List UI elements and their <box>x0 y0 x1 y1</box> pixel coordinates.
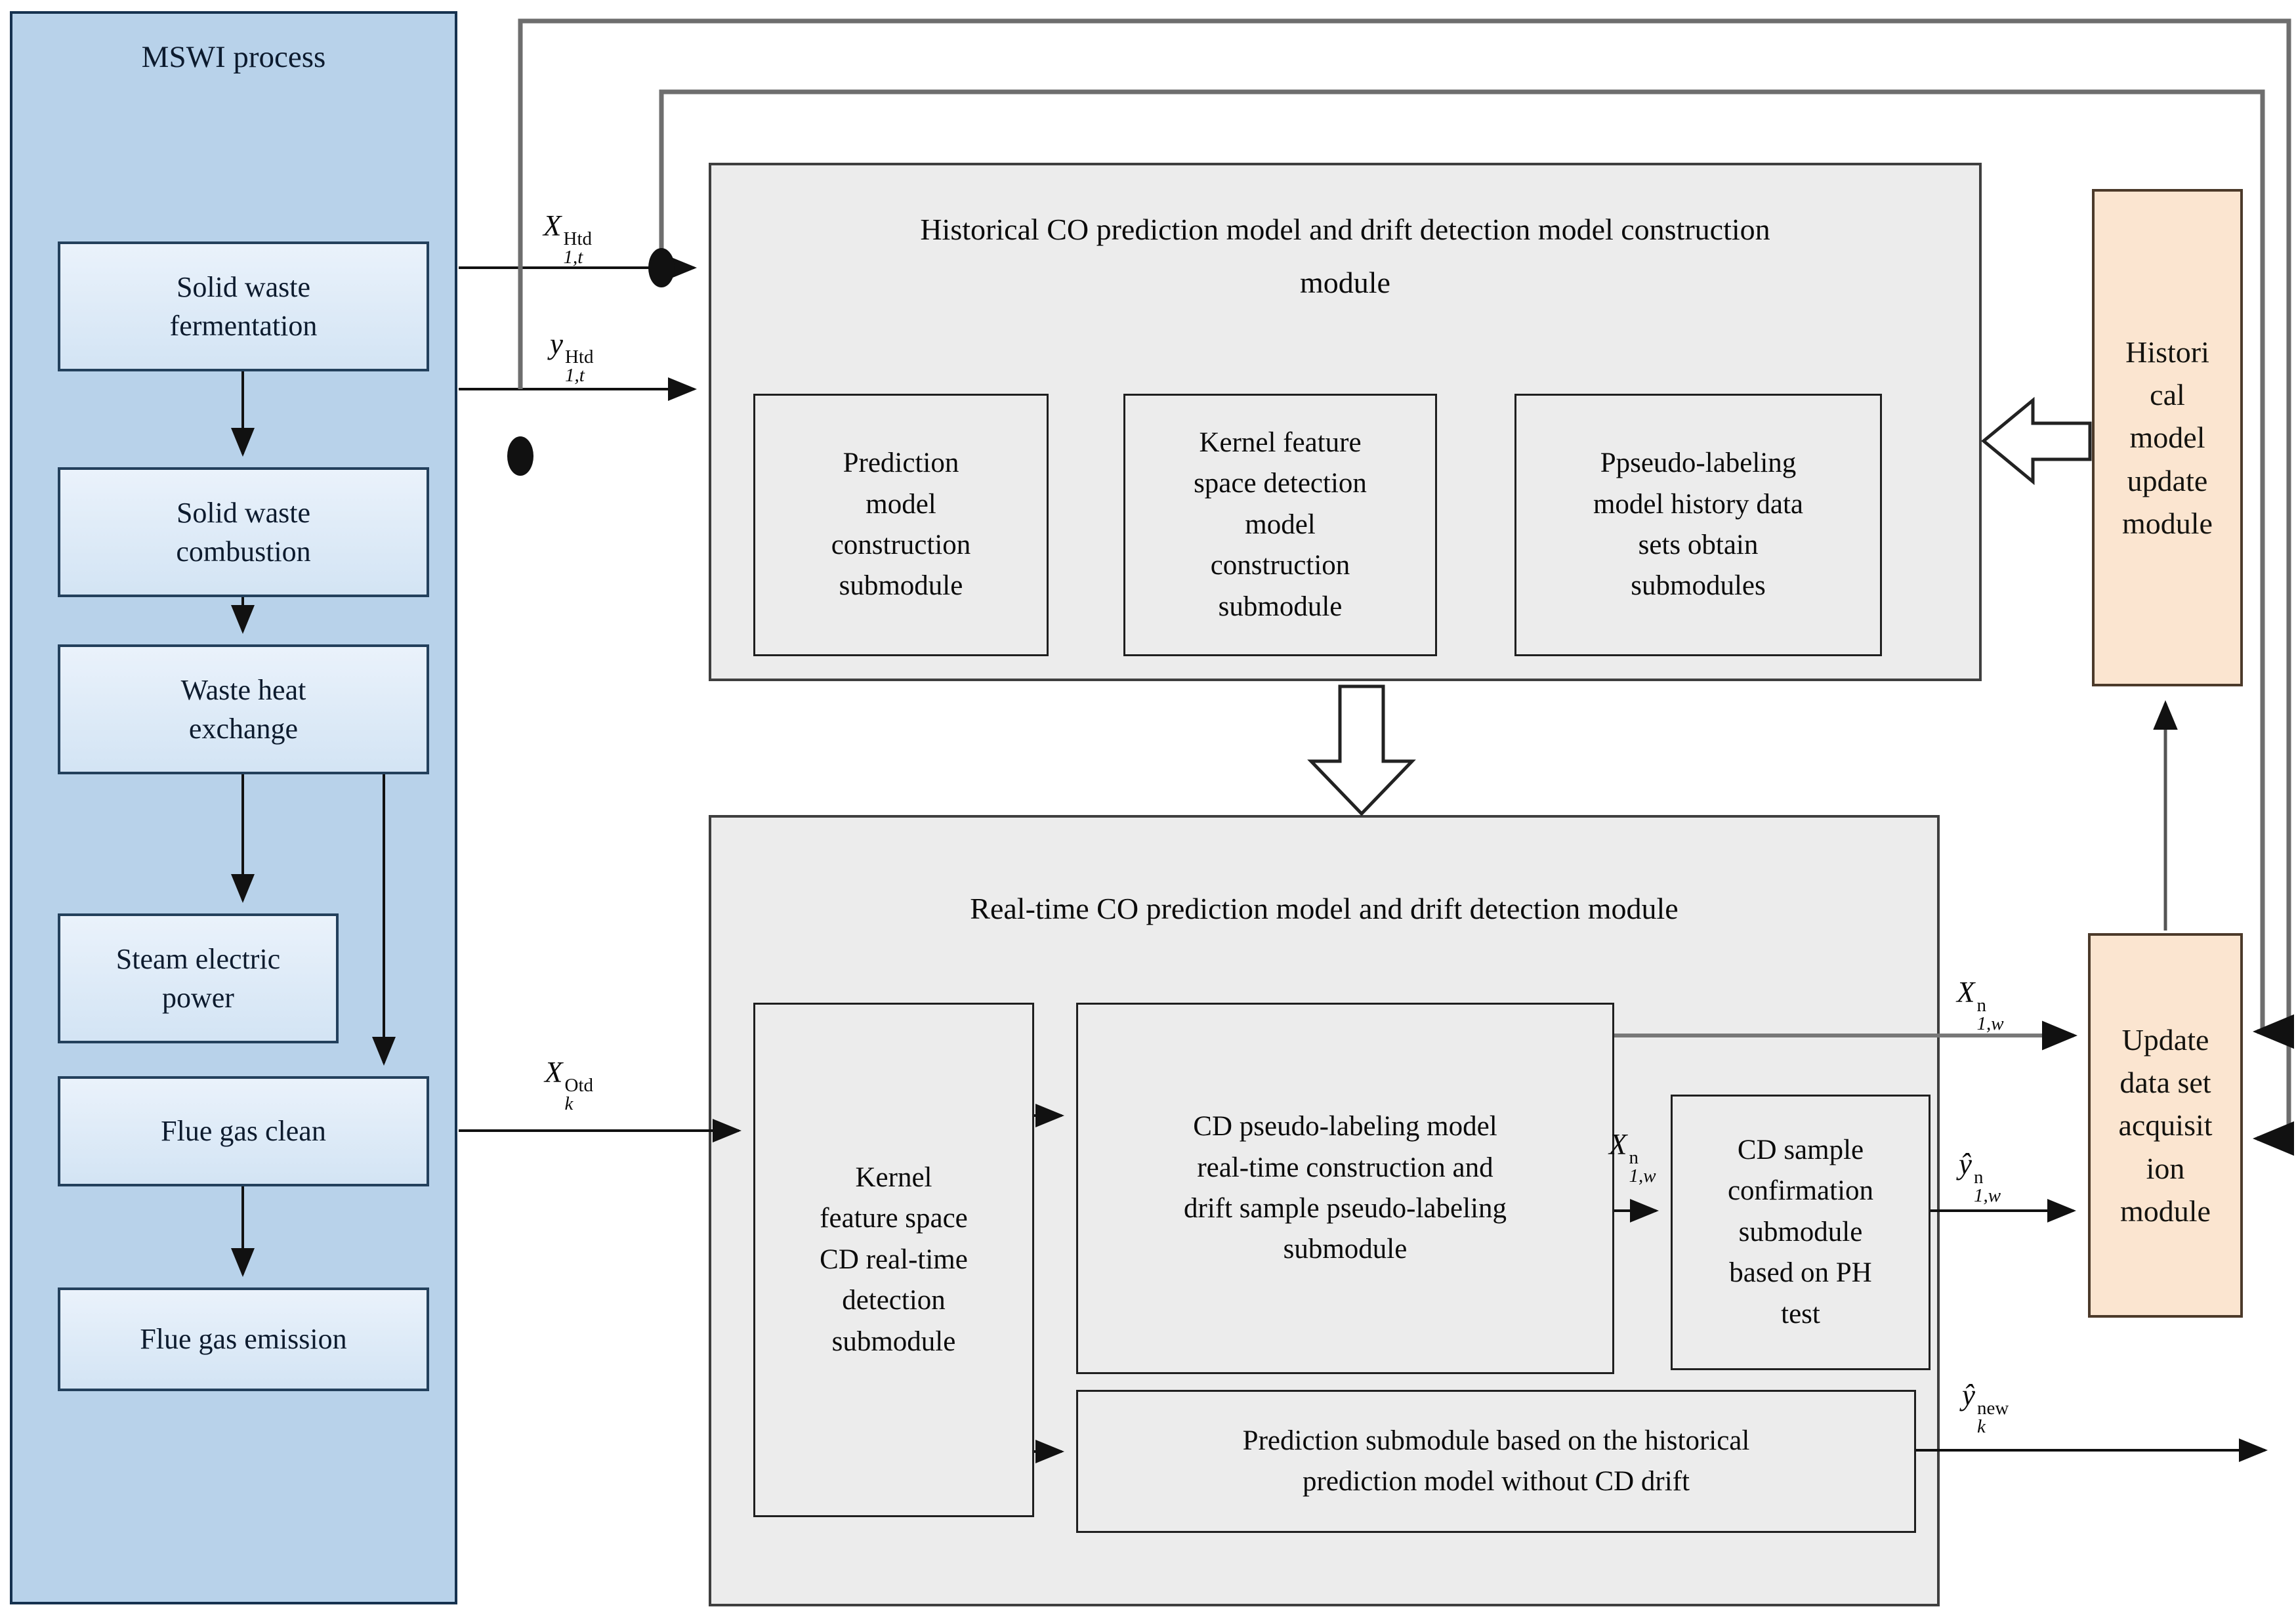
submodule-cd-pseudo-labeling-realtime: CD pseudo-labeling model real-time const… <box>1076 1003 1614 1374</box>
submodule-label: CD sample confirmation submodule based o… <box>1727 1135 1874 1329</box>
submodule-kernel-cd-realtime-detection: Kernel feature space CD real-time detect… <box>753 1003 1034 1517</box>
process-box-label: Steam electric power <box>115 942 281 1014</box>
submodule-label: Ppseudo-labeling model history data sets… <box>1593 448 1804 602</box>
submodule-label: Prediction model construction submodule <box>831 448 971 602</box>
submodule-label: CD pseudo-labeling model real-time const… <box>1184 1111 1507 1265</box>
historical-module-title: Historical CO prediction model and drift… <box>920 213 1770 299</box>
submodule-kernel-feature-space-detection: Kernel feature space detection model con… <box>1123 394 1437 656</box>
module-label: Histori cal model update module <box>2122 335 2213 540</box>
process-box-waste-heat-exchange: Waste heat exchange <box>58 644 429 774</box>
process-box-flue-gas-clean: Flue gas clean <box>58 1076 429 1186</box>
process-box-solid-waste-combustion: Solid waste combustion <box>58 467 429 597</box>
historical-model-update-module: Histori cal model update module <box>2092 189 2243 686</box>
process-box-label: Flue gas emission <box>140 1323 347 1356</box>
block-arrow-update-to-historical-module <box>1981 396 2092 486</box>
submodule-prediction-model-construction: Prediction model construction submodule <box>753 394 1049 656</box>
process-box-solid-waste-fermentation: Solid waste fermentation <box>58 241 429 371</box>
module-label: Update data set acquisit ion module <box>2118 1022 2213 1228</box>
process-box-label: Waste heat exchange <box>180 673 306 745</box>
update-data-set-acquisition-module: Update data set acquisit ion module <box>2088 933 2243 1318</box>
process-box-label: Solid waste combustion <box>176 496 311 568</box>
junction-dot-x-line <box>648 248 675 287</box>
process-box-flue-gas-emission: Flue gas emission <box>58 1287 429 1391</box>
submodule-cd-sample-confirmation-ph-test: CD sample confirmation submodule based o… <box>1671 1095 1931 1370</box>
submodule-pseudo-labeling-history-data: Ppseudo-labeling model history data sets… <box>1514 394 1882 656</box>
submodule-label: Kernel feature space detection model con… <box>1194 427 1367 622</box>
realtime-module-title: Real-time CO prediction model and drift … <box>970 892 1679 925</box>
submodule-label: Kernel feature space CD real-time detect… <box>820 1162 968 1357</box>
process-box-label: Solid waste fermentation <box>169 270 318 342</box>
junction-dot-y-line <box>507 436 533 476</box>
mswi-panel-title: MSWI process <box>141 40 326 74</box>
submodule-prediction-without-cd-drift: Prediction submodule based on the histor… <box>1076 1390 1916 1533</box>
submodule-label: Prediction submodule based on the histor… <box>1242 1425 1750 1497</box>
block-arrow-historical-to-realtime <box>1307 684 1416 816</box>
process-box-label: Flue gas clean <box>161 1115 326 1148</box>
process-box-steam-electric-power: Steam electric power <box>58 913 339 1043</box>
